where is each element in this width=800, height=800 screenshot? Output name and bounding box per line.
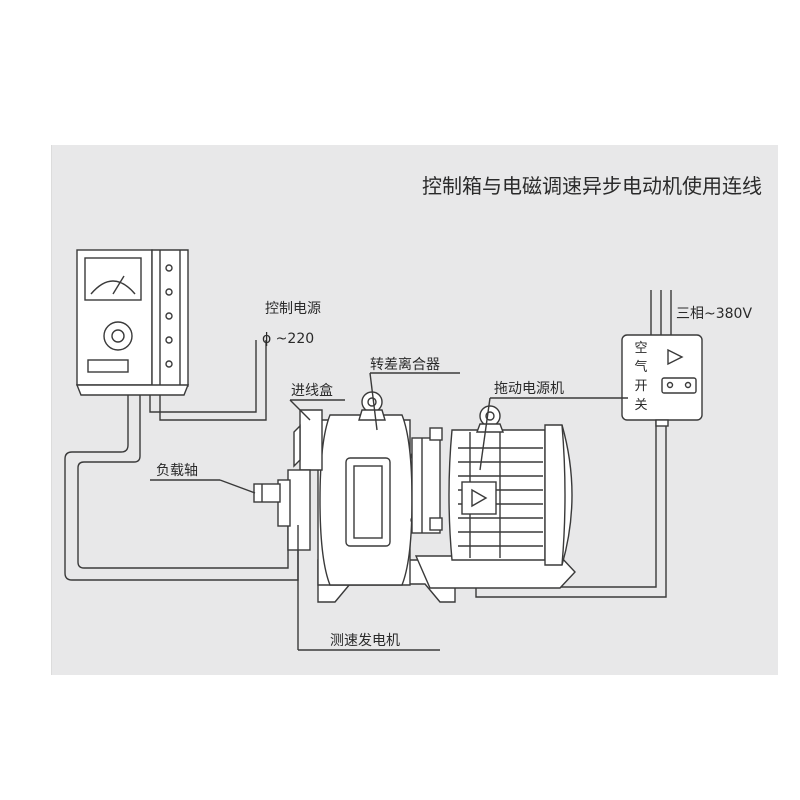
label-load-shaft: 负载轴	[156, 463, 198, 479]
label-junction-box: 进线盒	[291, 382, 333, 399]
drive-motor	[448, 405, 573, 566]
air-switch-char-4: 关	[634, 398, 647, 413]
label-control-power: 控制电源	[265, 301, 321, 317]
leader-lines	[150, 372, 628, 651]
diagram-title: 控制箱与电磁调速异步电动机使用连线	[422, 174, 762, 198]
label-tacho-generator: 测速发电机	[330, 633, 400, 649]
coupling	[411, 427, 443, 534]
slip-clutch	[317, 391, 418, 586]
junction-box	[299, 409, 323, 471]
label-slip-clutch: 转差离合器	[370, 356, 440, 373]
tacho-generator	[277, 469, 311, 551]
air-switch: 空 气 开 关	[621, 334, 703, 427]
air-switch-char-3: 开	[634, 379, 647, 394]
label-three-phase: 三相~380V	[676, 306, 752, 322]
load-shaft	[253, 483, 281, 503]
air-switch-char-2: 气	[634, 359, 647, 375]
air-switch-char-1: 空	[634, 341, 647, 356]
label-drive-motor: 拖动电源机	[494, 381, 564, 397]
control-box	[75, 249, 190, 396]
label-control-voltage: ϕ ~220	[262, 331, 314, 347]
